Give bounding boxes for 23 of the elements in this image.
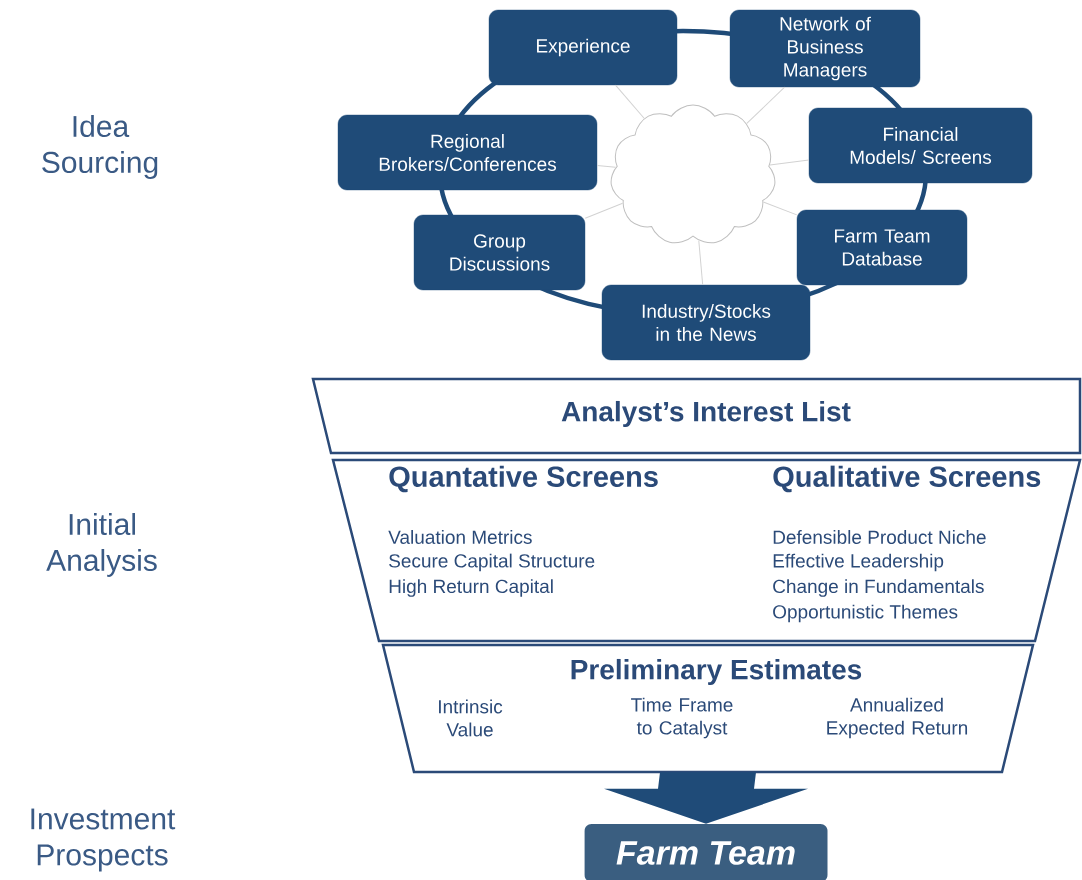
connector-line	[762, 201, 798, 216]
connector-line	[698, 240, 704, 286]
connector-line	[596, 164, 617, 168]
funnel-band: Analyst’s Interest List	[311, 377, 1082, 455]
stage-label: Idea Sourcing	[42, 115, 158, 179]
result-box: Farm Team	[584, 824, 828, 880]
cloud-shape	[610, 104, 776, 244]
funnel-band: Preliminary Estimates Intrinsic Value Time Frame to Catalyst Annualized Expected Return	[381, 643, 1035, 774]
source-box: Financial Models/ Screens	[808, 107, 1033, 184]
connector-line	[746, 86, 786, 124]
down-arrow	[604, 772, 808, 824]
source-box: Regional Brokers/Conferences	[337, 114, 598, 191]
source-box: Network of Business Managers	[729, 9, 921, 88]
funnel-band: Quantative Screens Valuation Metrics Secure Capital Structure High Return Capital Qualitative Screens Defensible Product Niche Effective Leadership Change in Fundamentals Opportunistic Themes	[331, 458, 1082, 643]
source-box: Farm Team Database	[796, 209, 968, 286]
stage-label: Initial Analysis	[46, 513, 157, 577]
source-box: Experience	[488, 9, 678, 86]
source-box: Industry/Stocks in the News	[601, 284, 811, 361]
connector-line	[615, 84, 645, 119]
connector-line	[584, 202, 624, 219]
connector-line	[769, 159, 810, 166]
source-box: Group Discussions	[413, 214, 586, 291]
stage-label: Investment Prospects	[31, 808, 176, 872]
